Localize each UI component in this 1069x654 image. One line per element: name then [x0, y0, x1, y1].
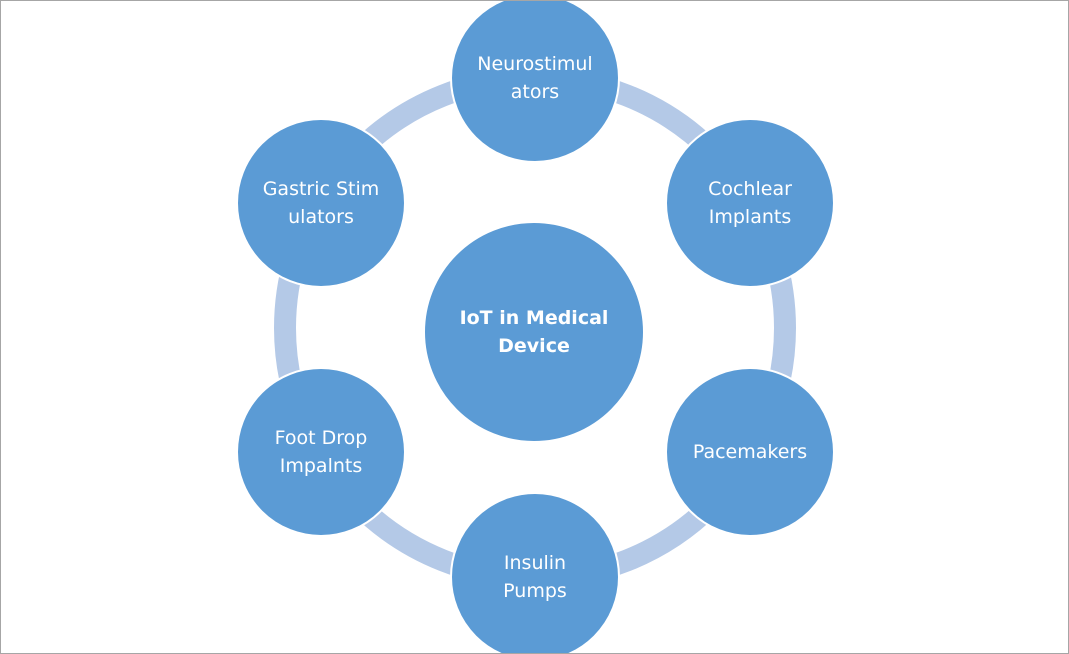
node-label: Neurostimulators [477, 53, 593, 103]
node-neurostimulators: Neurostimulators [450, 1, 620, 163]
node-label: Cochlear Implants [708, 178, 792, 228]
node-cochlear-implants: Cochlear Implants [665, 118, 835, 288]
center-node: IoT in Medical Device [423, 221, 645, 443]
node-label: Gastric Stimulators [262, 178, 380, 228]
node-label: Pacemakers [692, 441, 808, 463]
node-gastric-stimulators: Gastric Stimulators [236, 118, 406, 288]
node-pacemakers: Pacemakers [665, 367, 835, 537]
node-insulin-pumps: Insulin Pumps [450, 492, 620, 653]
center-label: IoT in Medical Device [459, 307, 609, 357]
node-label: Foot Drop Impalnts [274, 427, 368, 477]
node-foot-drop-implants: Foot Drop Impalnts [236, 367, 406, 537]
node-label: Insulin Pumps [503, 552, 567, 602]
